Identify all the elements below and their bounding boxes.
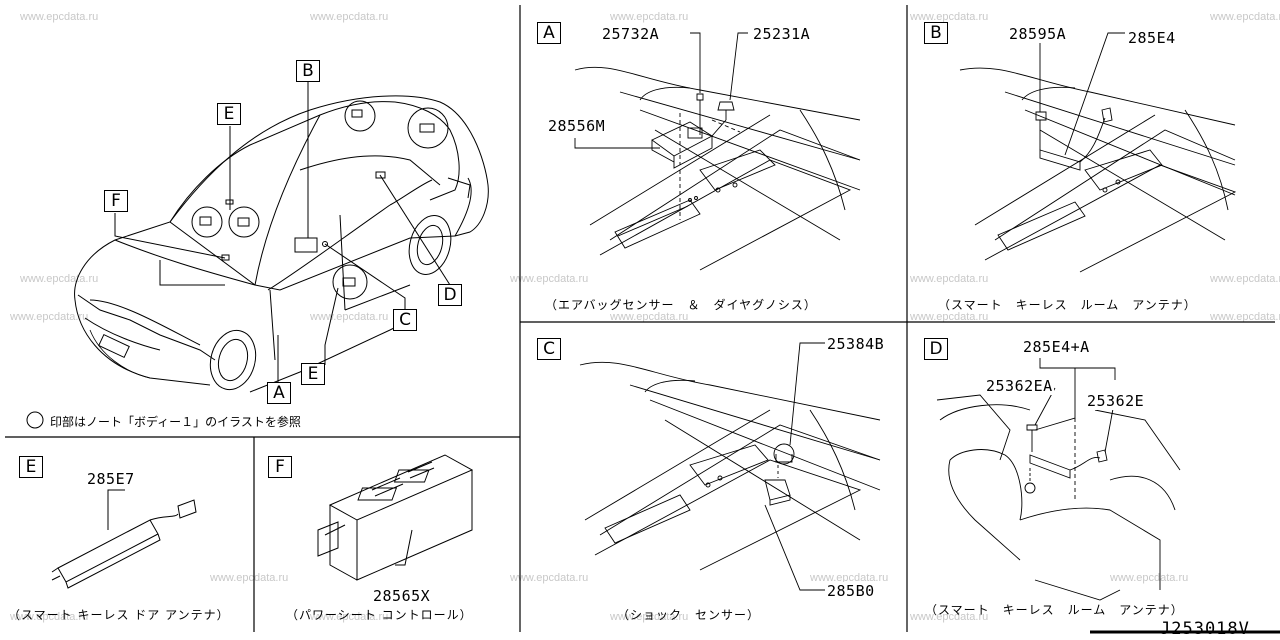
panel-dividers [5, 5, 1280, 634]
panel-c-label: C [537, 338, 561, 360]
watermark: www.epcdata.ru [1210, 11, 1280, 23]
panel-f-drawing [317, 454, 474, 581]
panel-d-label: D [924, 338, 948, 360]
watermark: www.epcdata.ru [610, 611, 689, 623]
part-number[interactable]: 25362E [1086, 392, 1146, 410]
watermark: www.epcdata.ru [310, 611, 389, 623]
part-number[interactable]: 285B0 [826, 582, 876, 600]
part-number[interactable]: 25384B [826, 335, 886, 353]
panel-b-drawing [959, 32, 1237, 273]
watermark: www.epcdata.ru [10, 311, 89, 323]
panel-f-caption: （パワーシート コントロール） [286, 608, 473, 622]
panel-d-caption: （スマート キーレス ルーム アンテナ） [925, 603, 1184, 617]
watermark: www.epcdata.ru [20, 11, 99, 23]
panel-e-drawing [51, 489, 197, 589]
part-number[interactable]: 28595A [1008, 25, 1068, 43]
callout-a[interactable]: A [267, 382, 291, 404]
watermark: www.epcdata.ru [310, 311, 389, 323]
part-number[interactable]: 285E4+A [1022, 338, 1091, 356]
watermark: www.epcdata.ru [10, 611, 89, 623]
callout-b[interactable]: B [296, 60, 320, 82]
callout-f[interactable]: F [104, 190, 128, 212]
part-number[interactable]: 285E7 [86, 470, 136, 488]
watermark: www.epcdata.ru [1110, 572, 1189, 584]
reference-note: 印部はノート「ボディー１」のイラストを参照 [50, 415, 301, 429]
panel-e-caption: （スマート キーレス ドア アンテナ） [8, 608, 230, 622]
panel-e-label: E [19, 456, 43, 478]
watermark: www.epcdata.ru [910, 273, 989, 285]
panel-a-label: A [537, 22, 561, 44]
part-number[interactable]: 25231A [752, 25, 812, 43]
panel-d-drawing [936, 358, 1181, 601]
watermark: www.epcdata.ru [1210, 273, 1280, 285]
car-overview-drawing [26, 80, 489, 429]
panel-a-caption: （エアバッグセンサー ＆ ダイヤグノシス） [545, 298, 817, 312]
watermark: www.epcdata.ru [1210, 311, 1280, 323]
callout-d[interactable]: D [438, 284, 462, 306]
part-number[interactable]: 25732A [601, 25, 661, 43]
watermark: www.epcdata.ru [910, 11, 989, 23]
panel-c-drawing [579, 342, 881, 591]
part-number[interactable]: 28556M [547, 117, 607, 135]
panel-b-caption: （スマート キーレス ルーム アンテナ） [938, 298, 1197, 312]
watermark: www.epcdata.ru [610, 311, 689, 323]
watermark: www.epcdata.ru [910, 611, 989, 623]
watermark: www.epcdata.ru [510, 572, 589, 584]
watermark: www.epcdata.ru [210, 572, 289, 584]
part-number[interactable]: 285E4 [1127, 29, 1177, 47]
part-number[interactable]: 25362EA [985, 377, 1054, 395]
panel-c-caption: （ショック センサー） [617, 608, 761, 622]
panel-b-label: B [924, 22, 948, 44]
callout-e[interactable]: E [217, 103, 241, 125]
watermark: www.epcdata.ru [810, 572, 889, 584]
watermark: www.epcdata.ru [510, 273, 589, 285]
callout-e-lower[interactable]: E [301, 363, 325, 385]
callout-c[interactable]: C [393, 309, 417, 331]
diagram-code: J253018V [1160, 619, 1250, 639]
part-number[interactable]: 28565X [372, 587, 432, 605]
watermark: www.epcdata.ru [310, 11, 389, 23]
panel-f-label: F [268, 456, 292, 478]
watermark: www.epcdata.ru [910, 311, 989, 323]
panel-a-drawing [574, 32, 861, 271]
watermark: www.epcdata.ru [610, 11, 689, 23]
